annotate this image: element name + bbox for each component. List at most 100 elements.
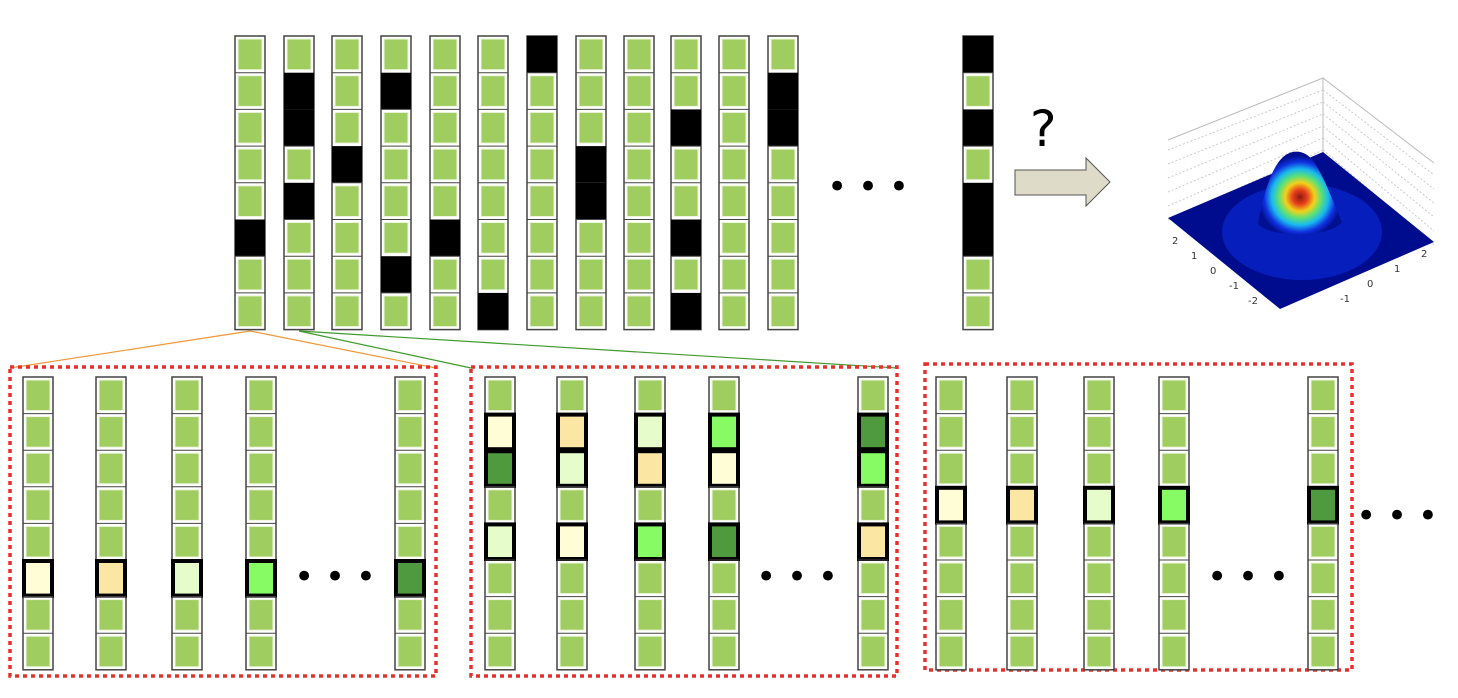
green-cell bbox=[559, 635, 585, 668]
green-cell bbox=[529, 222, 555, 254]
panel-ellipsis: • • • bbox=[1207, 557, 1289, 597]
green-cell bbox=[480, 185, 506, 218]
green-cell bbox=[1009, 599, 1035, 631]
green-cell bbox=[626, 75, 652, 107]
black-cell bbox=[527, 36, 557, 73]
green-cell bbox=[480, 148, 506, 181]
green-cell bbox=[248, 379, 274, 412]
black-cell bbox=[576, 146, 606, 183]
green-cell bbox=[965, 148, 991, 181]
green-cell bbox=[938, 599, 964, 631]
panel-sample-column bbox=[22, 376, 54, 671]
green-cell bbox=[432, 295, 458, 328]
right-arrow-icon bbox=[1014, 156, 1111, 208]
green-cell bbox=[673, 258, 699, 291]
green-cell bbox=[721, 295, 747, 328]
panel-sample-column bbox=[1307, 376, 1339, 671]
top-sample-column-last bbox=[962, 35, 994, 331]
highlighted-cell bbox=[556, 449, 588, 488]
green-cell bbox=[480, 222, 506, 254]
green-cell bbox=[1009, 416, 1035, 448]
green-cell bbox=[626, 148, 652, 181]
top-sample-column bbox=[575, 35, 607, 331]
green-cell bbox=[559, 599, 585, 631]
green-cell bbox=[237, 38, 263, 71]
highlighted-cell bbox=[22, 559, 54, 598]
green-cell bbox=[721, 38, 747, 71]
green-cell bbox=[98, 379, 124, 412]
green-cell bbox=[938, 525, 964, 558]
axis-tick-label: -1 bbox=[1229, 281, 1239, 292]
green-cell bbox=[721, 185, 747, 218]
black-cell bbox=[671, 219, 701, 257]
green-cell bbox=[529, 185, 555, 218]
green-cell bbox=[1086, 599, 1112, 631]
panel-sample-column bbox=[245, 376, 277, 671]
green-cell bbox=[721, 111, 747, 144]
highlighted-cell bbox=[634, 412, 666, 452]
green-cell bbox=[248, 489, 274, 521]
green-cell bbox=[1086, 452, 1112, 485]
green-cell bbox=[98, 635, 124, 668]
green-cell bbox=[397, 489, 423, 521]
green-cell bbox=[626, 295, 652, 328]
green-cell bbox=[626, 258, 652, 291]
green-cell bbox=[397, 416, 423, 448]
black-cell bbox=[963, 219, 993, 257]
green-cell bbox=[1086, 416, 1112, 448]
black-cell bbox=[963, 109, 993, 147]
green-cell bbox=[529, 295, 555, 328]
highlighted-cell bbox=[857, 449, 889, 488]
green-cell bbox=[1086, 525, 1112, 558]
green-cell bbox=[397, 599, 423, 631]
panel-sample-column bbox=[708, 376, 740, 671]
plot-gridline bbox=[1322, 89, 1435, 176]
green-cell bbox=[25, 635, 51, 668]
green-cell bbox=[711, 379, 737, 412]
green-cell bbox=[487, 635, 513, 668]
black-cell bbox=[768, 72, 798, 110]
green-cell bbox=[432, 111, 458, 144]
green-cell bbox=[965, 295, 991, 328]
green-cell bbox=[25, 525, 51, 558]
green-cell bbox=[1310, 635, 1336, 668]
green-cell bbox=[860, 562, 886, 595]
green-cell bbox=[248, 416, 274, 448]
black-cell bbox=[963, 182, 993, 220]
green-cell bbox=[487, 489, 513, 521]
axis-tick-label: 2 bbox=[1172, 236, 1178, 247]
green-cell bbox=[383, 185, 409, 218]
plot-gridline bbox=[1167, 89, 1324, 151]
panel-sample-column bbox=[857, 376, 889, 671]
highlighted-cell bbox=[171, 559, 203, 598]
plot-gridline bbox=[1167, 125, 1324, 193]
green-cell bbox=[637, 599, 663, 631]
green-cell bbox=[721, 222, 747, 254]
top-sample-column bbox=[623, 35, 655, 331]
panel-sample-column bbox=[95, 376, 127, 671]
green-cell bbox=[334, 222, 360, 254]
black-cell bbox=[381, 72, 411, 110]
green-cell bbox=[1310, 525, 1336, 558]
question-mark: ? bbox=[1030, 100, 1057, 158]
plot-gridline bbox=[1322, 101, 1435, 190]
panel-sample-column bbox=[1006, 376, 1038, 671]
green-cell bbox=[1009, 379, 1035, 412]
highlighted-cell bbox=[1006, 485, 1038, 525]
green-cell bbox=[286, 258, 312, 291]
green-cell bbox=[174, 635, 200, 668]
gaussian-peak bbox=[1258, 151, 1342, 235]
axis-tick-label: 0 bbox=[1210, 266, 1216, 277]
green-cell bbox=[626, 222, 652, 254]
green-cell bbox=[334, 111, 360, 144]
black-cell bbox=[332, 146, 362, 183]
green-cell bbox=[1009, 525, 1035, 558]
highlighted-cell bbox=[708, 412, 740, 452]
green-cell bbox=[938, 635, 964, 668]
top-sample-column bbox=[380, 35, 412, 331]
green-cell bbox=[1086, 379, 1112, 412]
highlighted-cell bbox=[634, 449, 666, 488]
green-cell bbox=[626, 38, 652, 71]
green-cell bbox=[237, 148, 263, 181]
green-cell bbox=[334, 185, 360, 218]
